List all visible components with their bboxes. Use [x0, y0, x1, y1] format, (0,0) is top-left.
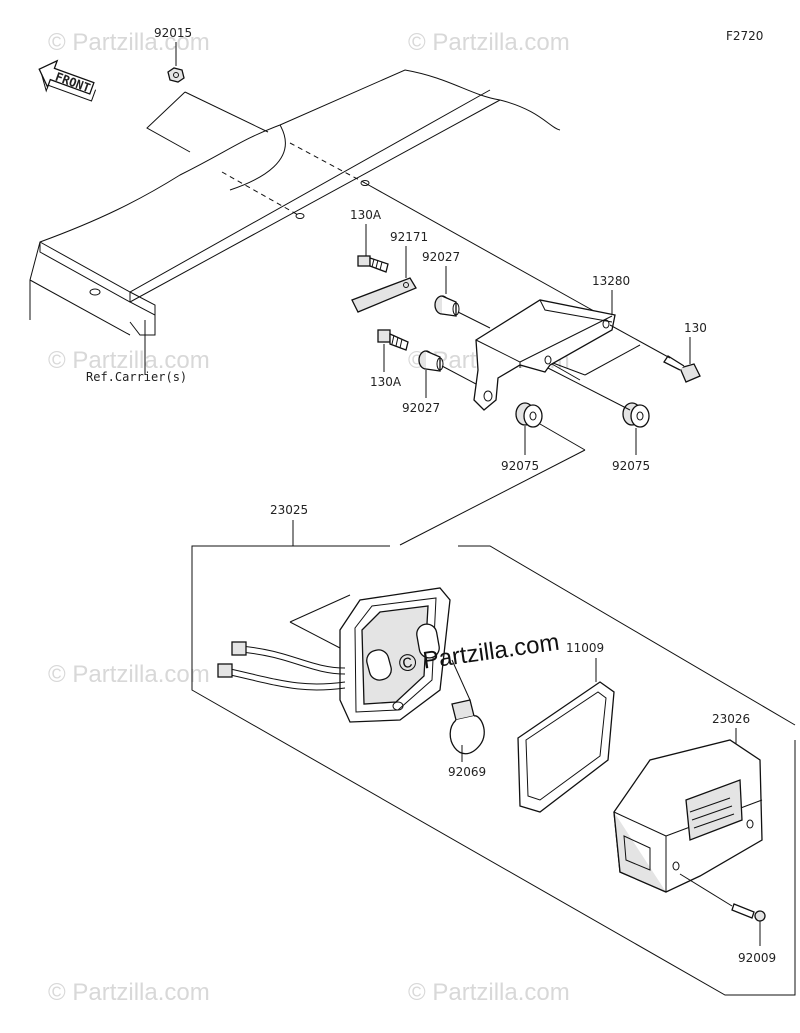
callout-130a-bottom: 130A: [370, 375, 402, 389]
collar-92027-bottom: [418, 350, 444, 372]
watermark: © Partzilla.com: [408, 29, 570, 56]
grommet-92075-right: [622, 402, 650, 428]
watermark: © Partzilla.com: [48, 347, 210, 374]
bulb-92069: [449, 699, 485, 755]
carrier-reference: [29, 69, 561, 336]
callout-92075-left: 92075: [501, 459, 539, 473]
callout-13280: 13280: [592, 274, 630, 288]
screw-92009: [731, 903, 766, 922]
lamp-wires: [217, 641, 346, 691]
bolt-130a-top: [357, 255, 389, 273]
callout-23026: 23026: [712, 712, 750, 726]
callout-92075-right: 92075: [612, 459, 650, 473]
plate-92171: [351, 277, 417, 313]
lamp-housing-23025: [289, 587, 451, 723]
callout-11009: 11009: [566, 641, 604, 655]
lens-23026: [613, 739, 763, 893]
front-label: FRONT: [53, 70, 92, 96]
gasket-11009: [517, 681, 615, 813]
callout-92009: 92009: [738, 951, 776, 965]
collar-92027-top: [434, 295, 460, 317]
watermark: © Partzilla.com: [408, 979, 570, 1006]
callout-130a-top: 130A: [350, 208, 382, 222]
watermark: © Partzilla.com: [48, 979, 210, 1006]
watermarks: © Partzilla.com © Partzilla.com © Partzi…: [48, 29, 570, 1006]
callout-23025: 23025: [270, 503, 308, 517]
watermark: © Partzilla.com: [48, 661, 210, 688]
callout-130: 130: [684, 321, 707, 335]
nut-92015: [167, 67, 185, 83]
callout-92069: 92069: [448, 765, 486, 779]
ref-carrier-label: Ref.Carrier(s): [86, 370, 187, 384]
grommet-92075-left: [515, 402, 543, 428]
front-arrow-icon: FRONT: [38, 59, 97, 102]
watermark: © Partzilla.com: [48, 29, 210, 56]
figure-code: F2720: [726, 29, 763, 43]
callout-92015: 92015: [154, 26, 192, 40]
callout-92027-bottom: 92027: [402, 401, 440, 415]
bolt-130a-bottom: [377, 329, 409, 351]
bolt-130: [663, 355, 701, 383]
callout-92027-top: 92027: [422, 250, 460, 264]
callout-92171: 92171: [390, 230, 428, 244]
bracket-13280: [473, 299, 616, 411]
